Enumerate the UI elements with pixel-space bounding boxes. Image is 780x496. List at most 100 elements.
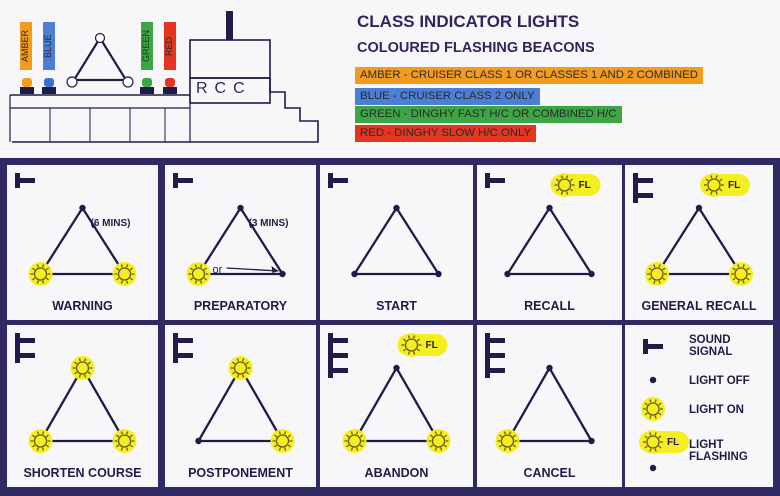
key-symbols: FL [639, 339, 689, 472]
signal-card-start: START [320, 165, 473, 320]
flashing-light-icon [552, 173, 577, 197]
light-on-icon [270, 429, 295, 453]
light-on-icon [641, 397, 665, 421]
light-on-icon [186, 262, 211, 286]
triangle-frame [38, 205, 127, 276]
triangle-frame [38, 365, 127, 443]
green-beacon-label: GREEN [141, 22, 153, 70]
signal-card-recall: FL RECALL [477, 165, 622, 320]
horn-icon [173, 173, 193, 188]
signal-diagram [15, 173, 137, 286]
signal-diagram [173, 333, 295, 453]
red-beacon-label: RED [164, 22, 176, 70]
flashing-light-icon [702, 173, 726, 197]
flashing-light-icon [399, 333, 424, 357]
horn-icon [15, 173, 35, 188]
signal-label: CANCEL [523, 466, 576, 480]
light-off-icon [435, 270, 442, 278]
light-off-icon [237, 204, 244, 212]
light-on-icon [112, 262, 137, 286]
signal-diagram [173, 173, 286, 286]
horn-icon [485, 348, 505, 363]
signal-diagram: FL [328, 333, 451, 453]
light-off-icon [649, 376, 657, 384]
horn-icon [485, 363, 505, 378]
light-on-icon [645, 262, 669, 286]
red-beacon-icon [165, 78, 175, 87]
light-off-icon [504, 270, 511, 278]
light-off-icon [546, 204, 553, 212]
horn-icon [328, 173, 348, 188]
horn-icon [328, 363, 348, 378]
signal-card-warning: (6 MINS)WARNING [7, 165, 158, 320]
light-off-icon [351, 270, 358, 278]
light-on-icon [228, 356, 253, 380]
signal-card-postponement: POSTPONEMENT [165, 325, 316, 487]
key-label-horn: SOUND SIGNAL [689, 334, 733, 358]
horn-icon [15, 348, 35, 363]
light-on-icon [495, 429, 520, 453]
signal-card-general-recall: FL GENERAL RECALL [625, 165, 773, 320]
triangle-frame [505, 365, 594, 443]
light-on-icon [426, 429, 451, 453]
page-title: CLASS INDICATOR LIGHTS [357, 12, 580, 31]
light-off-icon [279, 270, 286, 278]
triangle-frame [352, 365, 441, 443]
legend-red: RED - DINGHY SLOW H/C ONLY [355, 125, 537, 142]
signal-card-preparatory: or(3 MINS)PREPARATORY [165, 165, 316, 320]
signal-label: GENERAL RECALL [641, 299, 757, 313]
horn-icon [328, 348, 348, 363]
light-on-icon [342, 429, 367, 453]
signal-diagram: FL [485, 173, 601, 278]
light-off-icon [588, 437, 595, 445]
key-label-on: LIGHT ON [689, 404, 744, 416]
signal-card-shorten-course: SHORTEN COURSE [7, 325, 158, 487]
triangle-frame [654, 205, 744, 276]
signal-diagram [485, 333, 595, 453]
signal-label: RECALL [524, 299, 575, 313]
legend-amber: AMBER - CRUISER CLASS 1 OR CLASSES 1 AND… [355, 67, 704, 84]
light-on-icon [28, 262, 53, 286]
signal-diagram: FL [633, 173, 753, 286]
triangle-frame [196, 365, 285, 443]
rcc-label: RCC [196, 80, 252, 97]
duration-note: (3 MINS) [248, 218, 289, 229]
duration-note: (6 MINS) [90, 218, 131, 229]
blue-beacon-label: BLUE [43, 22, 55, 70]
light-off-icon [695, 204, 703, 212]
light-on-icon [28, 429, 53, 453]
legend-green: GREEN - DINGHY FAST H/C OR COMBINED H/C [355, 106, 622, 123]
horn-icon [643, 339, 663, 354]
or-label: or [212, 264, 223, 276]
signal-label: START [376, 299, 417, 313]
light-off-icon [393, 364, 400, 372]
light-on-icon [112, 429, 137, 453]
legend-blue: BLUE - CRUISER CLASS 2 ONLY [355, 88, 540, 105]
blue-beacon-icon [44, 78, 54, 87]
key-label-off: LIGHT OFF [689, 375, 750, 387]
key-label-flash: LIGHT FLASHING [689, 439, 748, 463]
clubhouse-illustration [9, 11, 319, 143]
flash-label: FL [579, 180, 591, 191]
horn-icon [485, 333, 505, 348]
header-panel: AMBER BLUE GREEN RED RCC CLASS INDICATOR… [0, 0, 780, 158]
triangle-frame [352, 205, 441, 276]
triangle-frame [196, 205, 285, 276]
horn-icon [633, 188, 653, 203]
light-off-icon [649, 464, 657, 472]
horn-icon [485, 173, 505, 188]
signal-label: POSTPONEMENT [188, 466, 293, 480]
flash-label: FL [728, 180, 740, 191]
triangle-frame [505, 205, 594, 276]
horn-icon [633, 173, 653, 188]
signal-diagram [15, 333, 137, 453]
horn-icon [328, 333, 348, 348]
light-off-icon [195, 437, 202, 445]
light-off-icon [588, 270, 595, 278]
or-arrow [226, 267, 279, 272]
green-beacon-icon [142, 78, 152, 87]
flashing-light-icon [641, 430, 665, 454]
